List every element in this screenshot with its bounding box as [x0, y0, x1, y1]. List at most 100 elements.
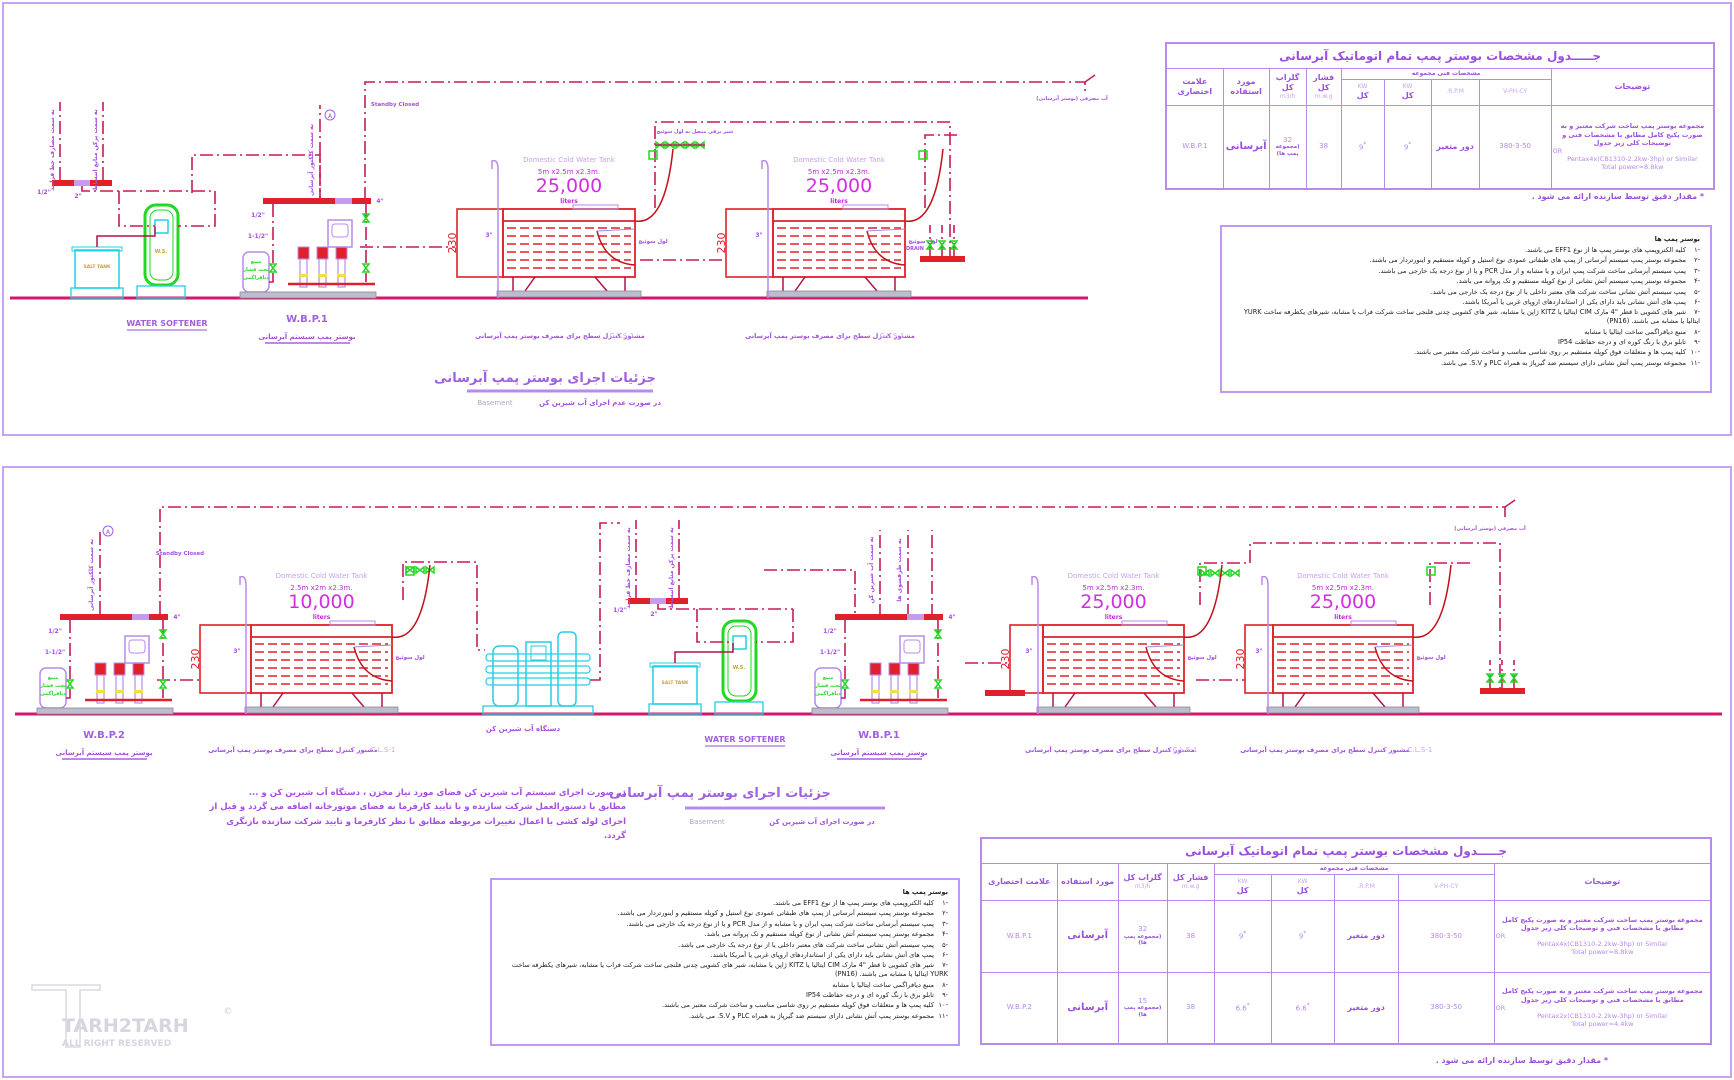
pump-body [299, 258, 308, 288]
drawing-title: جزئیات اجرای بوستر پمپ آبرسانی [609, 784, 831, 801]
softener-vessel [721, 619, 758, 703]
bypass-pipe [63, 620, 71, 699]
ro-note-line: مطابق با دستورالعمل شرکت سازنده و با تای… [209, 802, 627, 813]
kw-value: 6.6 [1295, 1004, 1307, 1013]
asterisk: * [1408, 141, 1412, 148]
tank-manhole [1121, 620, 1168, 626]
kw-value: 6.6 [1235, 1004, 1247, 1013]
col-header-rpm: R.P.M. [1333, 873, 1399, 901]
valve-icon [665, 140, 675, 150]
bypass-pipe [266, 204, 274, 283]
description-total: Total power=8.8kw [1601, 163, 1664, 171]
pump-set-tag: W.B.P.1 [858, 730, 900, 741]
pump-motor [113, 662, 126, 676]
tank-capacity-unit: liters [560, 198, 578, 205]
valve-icon [655, 140, 665, 150]
note-number: -۶ [1694, 297, 1700, 306]
softener-vessel-label: W.S. [733, 665, 746, 671]
float-arm [1374, 644, 1414, 648]
cell-usage: آبرسانی [1056, 899, 1119, 973]
level-control-caption: مشنور کنترل سطح برای مصرف بوستر پمپ آبرس… [1025, 745, 1197, 754]
floor-label: Basement [477, 399, 513, 407]
salt-tank-stand [648, 703, 702, 715]
flow-value: 32 [1138, 924, 1148, 933]
tank-height-dimension: 230 [1234, 649, 1247, 670]
col-header-symbol: علامت اختصاری [1165, 68, 1224, 106]
float-arm [596, 228, 636, 232]
consumption-label: آب مصرفی (بوستر آبرسانی) [1036, 94, 1108, 102]
vent-pipe [1261, 575, 1269, 714]
section-marker [324, 109, 336, 121]
cell-head: 38 [1166, 971, 1215, 1045]
tank-header: Domestic Cold Water Tank [793, 156, 886, 164]
pump-motor [888, 662, 901, 676]
asterisk: * [1246, 1002, 1250, 1009]
float-switch-cable [1374, 646, 1414, 682]
logo-tagline: ALL RIGHT RESERVED [62, 1039, 171, 1049]
note-number: -۲ [1694, 256, 1700, 265]
description-or: OR [1495, 931, 1506, 940]
ro-panel [525, 641, 552, 707]
brine-line [96, 227, 156, 247]
pipe-size-label: 2" [74, 193, 81, 200]
tank-capacity-unit: liters [830, 198, 848, 205]
softener-control-valve [732, 635, 747, 650]
ro-water-desalination-unit: دستگاه آب شیرین کن [482, 631, 594, 733]
ro-membrane-tube [485, 677, 591, 686]
copyright-mark: © [224, 1007, 233, 1017]
expansion-tank-label: دیافراگمی [243, 274, 269, 281]
cell-vphcy: 380-3-50 [1397, 971, 1495, 1045]
description-text: مجموعه بوستر پمپ ساخت شرکت معتبر و به صو… [1502, 987, 1703, 1004]
vent-pipe [1031, 575, 1039, 714]
header-flange [132, 614, 149, 620]
pipe-size-label: 4" [376, 198, 383, 205]
concrete-base [244, 706, 399, 714]
note-number: -۹ [942, 991, 948, 1000]
section-marker-label: A [106, 529, 111, 536]
tank-height-dimension: 230 [715, 233, 728, 254]
asterisk: * [1306, 1002, 1310, 1009]
ro-filter-vessel [492, 645, 519, 707]
tank-leg [1143, 692, 1157, 708]
header-flange [74, 180, 90, 186]
note-number: -۸ [1694, 327, 1700, 336]
pump-set-description: بوستر پمپ سیستم آبرسانی [56, 748, 153, 757]
header-flange [335, 198, 352, 204]
solenoid-cable [1183, 564, 1223, 638]
tank-body [1272, 624, 1414, 694]
control-panel-screen [128, 639, 146, 654]
softener-outlet-pipe [657, 604, 793, 610]
expansion-tank-label: تحت فشار [39, 683, 66, 689]
fill-pipe [924, 134, 960, 208]
tank-leg [864, 276, 878, 292]
note-number: -۹ [1694, 338, 1700, 347]
pump-skid [36, 707, 174, 715]
pump-coupling [134, 690, 143, 693]
solenoid-valve-icon [405, 566, 415, 576]
note-number: -۸ [942, 980, 948, 989]
note-item: -۸ منبع دیافراگمی ساخت ایتالیا یا مشابه [502, 981, 948, 990]
note-item: -۵پمپ سیستم آتش نشانی ساخت شرکت های معتب… [502, 941, 948, 950]
col-header-vphcy: V-PH-CY [1478, 78, 1552, 106]
level-control-code: C.L.S-1 [1173, 746, 1198, 754]
pump-body [115, 674, 124, 704]
pump-motor [869, 662, 882, 676]
level-control-description: مشنور کنترل سطح برای مصرف بوستر پمپ آبرس… [475, 331, 645, 340]
tank-height-dimension: 230 [189, 649, 202, 670]
float-switch-label: لول سوئیچ [908, 239, 937, 245]
level-control-code: C.L.S-1 [1408, 746, 1433, 754]
header-unit: کل [1236, 885, 1249, 895]
valve-icon [1230, 568, 1240, 578]
ro-unit-caption: دستگاه آب شیرین کن [486, 724, 561, 733]
note-number: -۳ [942, 919, 948, 928]
note-text: منبع دیافراگمی ساخت ایتالیا یا مشابه [832, 980, 934, 989]
pump-motor [316, 246, 329, 260]
cell-flow: 15(مجموعه پمپ ها) [1117, 971, 1168, 1045]
level-control-description: مشنور کنترل سطح برای مصرف بوستر پمپ آبرس… [208, 745, 378, 754]
float-switch-label: لول سوئیچ [638, 239, 667, 245]
col-header-description: توضیحات [1550, 68, 1715, 106]
spec-table-top: جـــــدول مشخصات بوستر پمپ تمام اتوماتیک… [1165, 42, 1716, 190]
cell-flow: 32(مجموعه پمپ ها) [1117, 899, 1168, 973]
softener-vessel [143, 203, 180, 287]
